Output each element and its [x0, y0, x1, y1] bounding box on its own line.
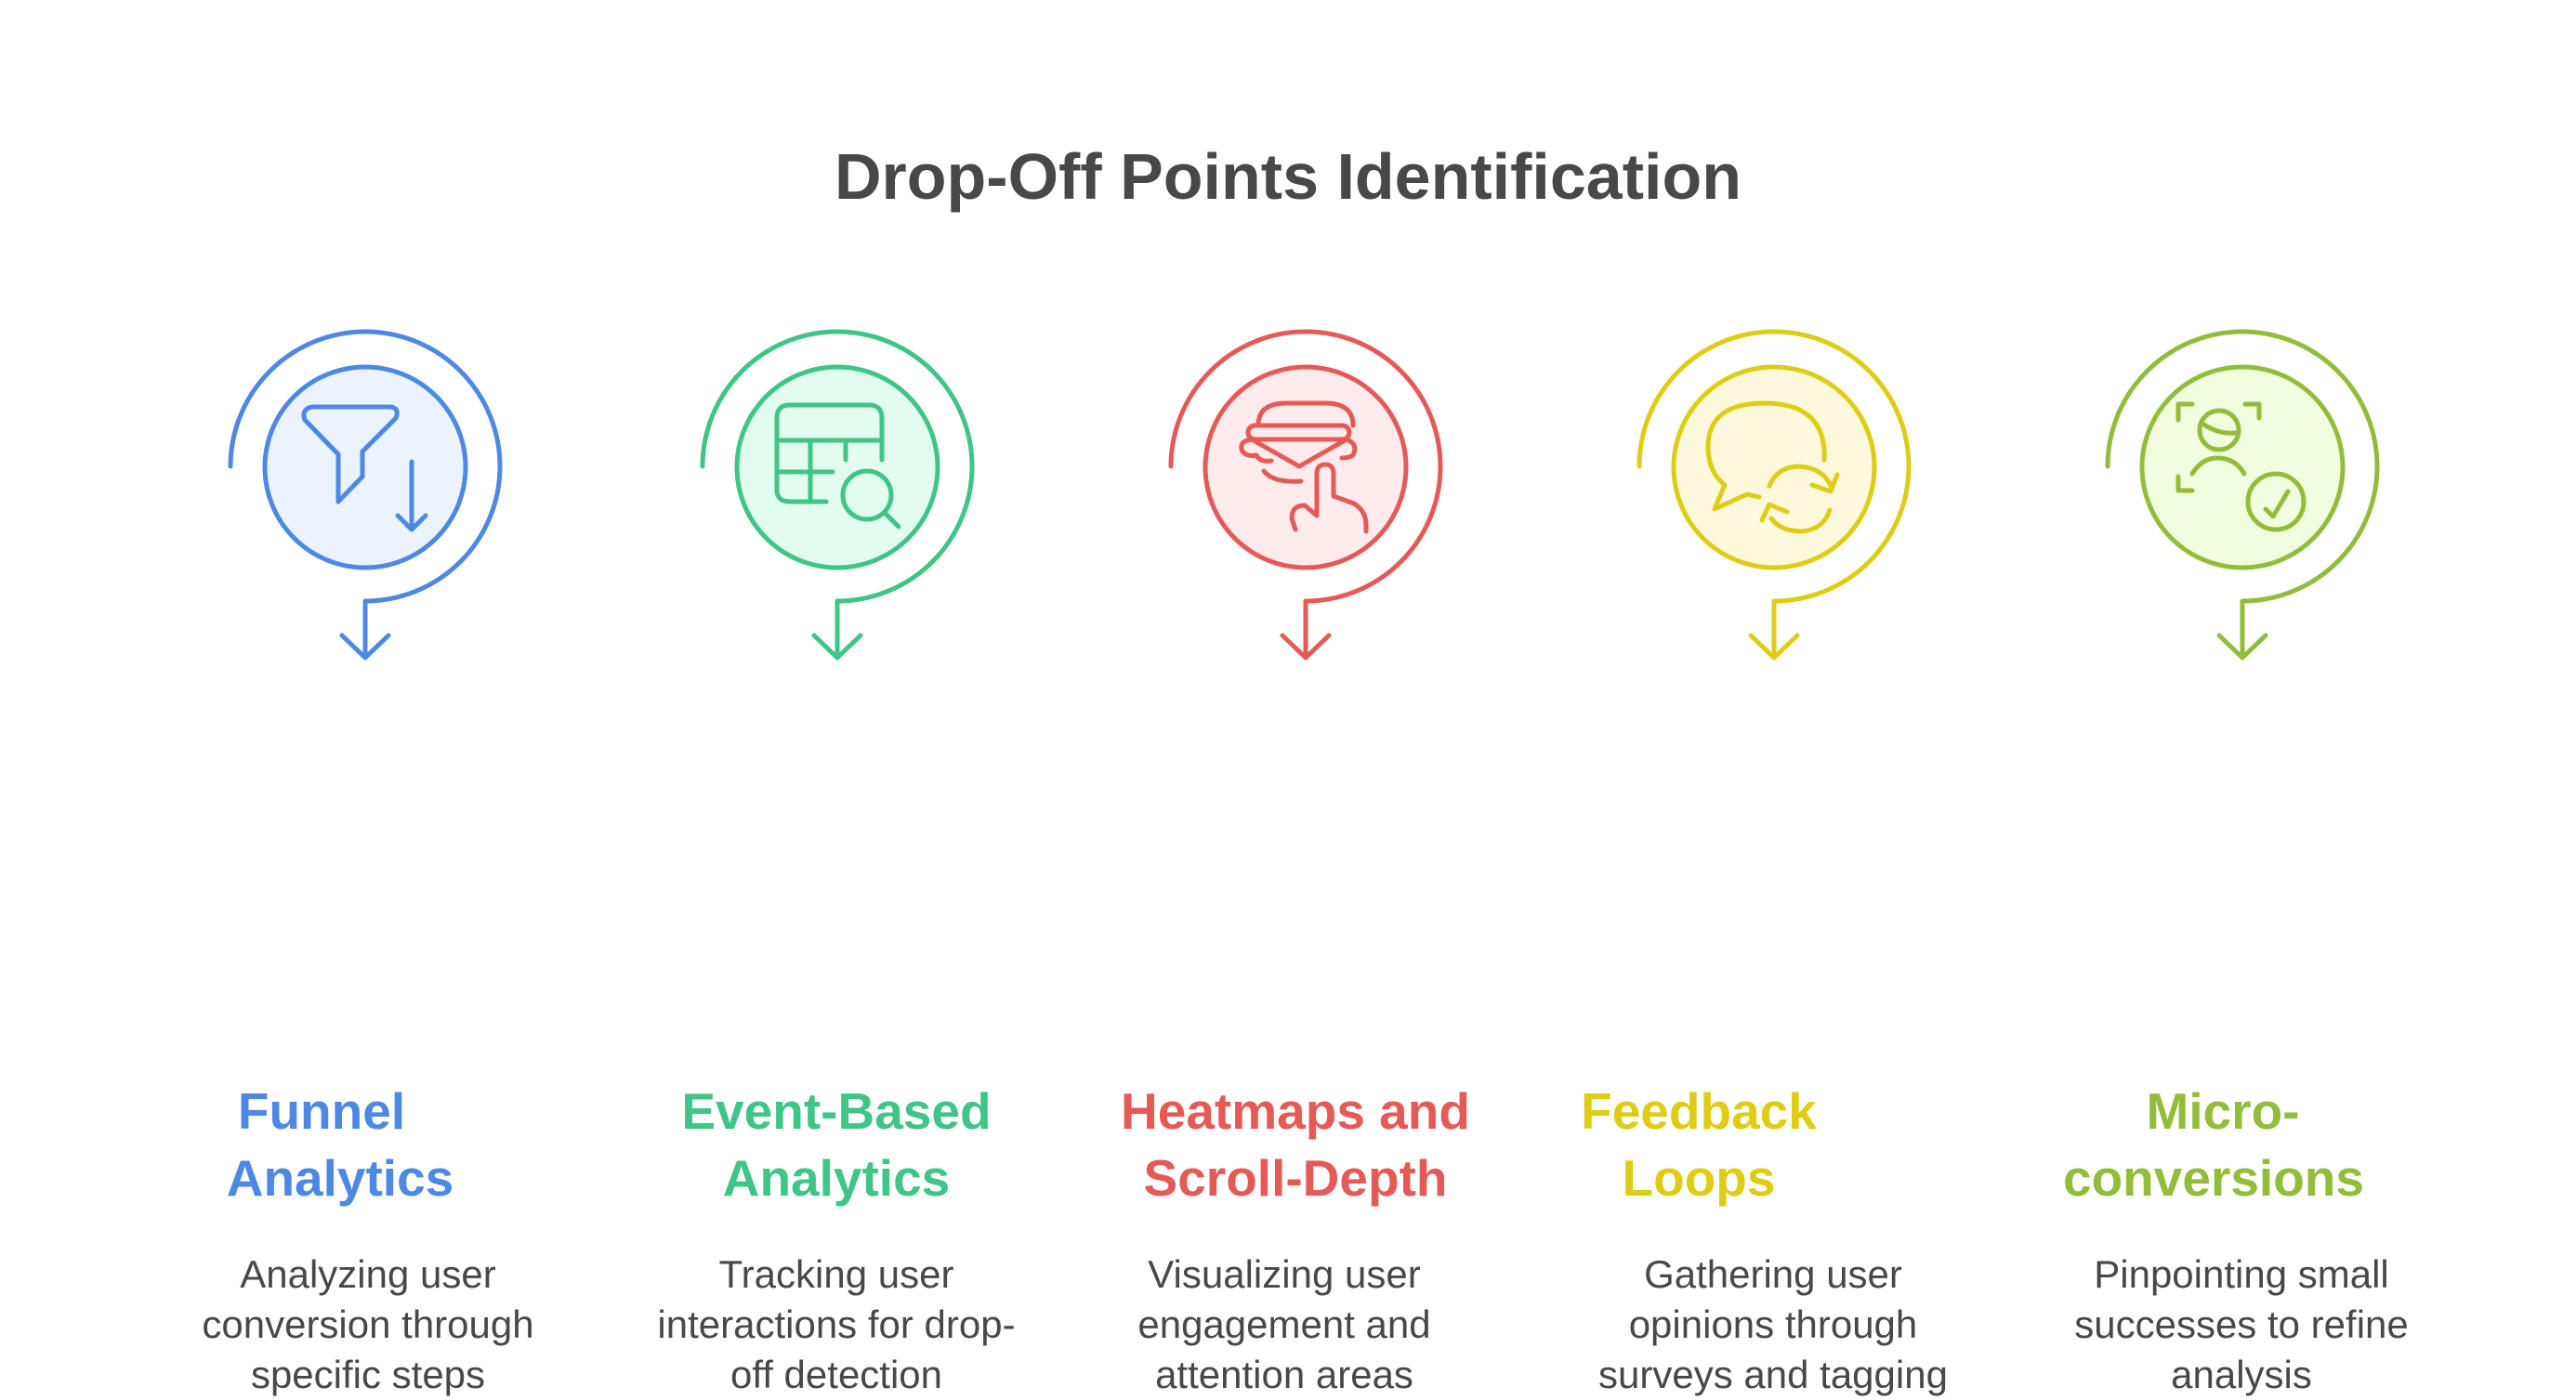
step-heading: Funnel Analytics — [226, 1082, 454, 1207]
step-feedback-loops: Feedback Loops Gathering user opinions t… — [1539, 307, 2007, 1396]
step-heatmaps-scroll-depth: Heatmaps and Scroll-Depth Visualizing us… — [1071, 307, 1539, 1396]
step-description: Tracking user interactions for drop-off … — [657, 1252, 1016, 1396]
hover-hand-icon — [1168, 329, 1443, 661]
step-description: Gathering user opinions through surveys … — [1598, 1252, 1948, 1396]
step-micro-conversions: Micro- conversions Pinpointing small suc… — [2007, 307, 2476, 1396]
step-heading: Micro- conversions — [2062, 1082, 2364, 1207]
user-check-icon — [2105, 329, 2380, 661]
chat-refresh-icon — [1636, 329, 1912, 661]
step-description: Pinpointing small successes to refine an… — [2074, 1252, 2409, 1396]
funnel-icon — [228, 329, 503, 661]
step-heading: Feedback Loops — [1581, 1082, 1817, 1207]
step-description: Analyzing user conversion through specif… — [202, 1252, 534, 1396]
table-search-icon — [700, 329, 975, 661]
page-title: Drop-Off Points Identification — [834, 140, 1742, 213]
step-event-based-analytics: Event-Based Analytics Tracking user inte… — [602, 307, 1071, 1396]
step-funnel-analytics: Funnel Analytics Analyzing user conversi… — [134, 307, 602, 1396]
step-heading: Event-Based Analytics — [681, 1082, 992, 1207]
step-description: Visualizing user engagement and attentio… — [1137, 1252, 1431, 1396]
step-heading: Heatmaps and Scroll-Depth — [1121, 1082, 1470, 1207]
